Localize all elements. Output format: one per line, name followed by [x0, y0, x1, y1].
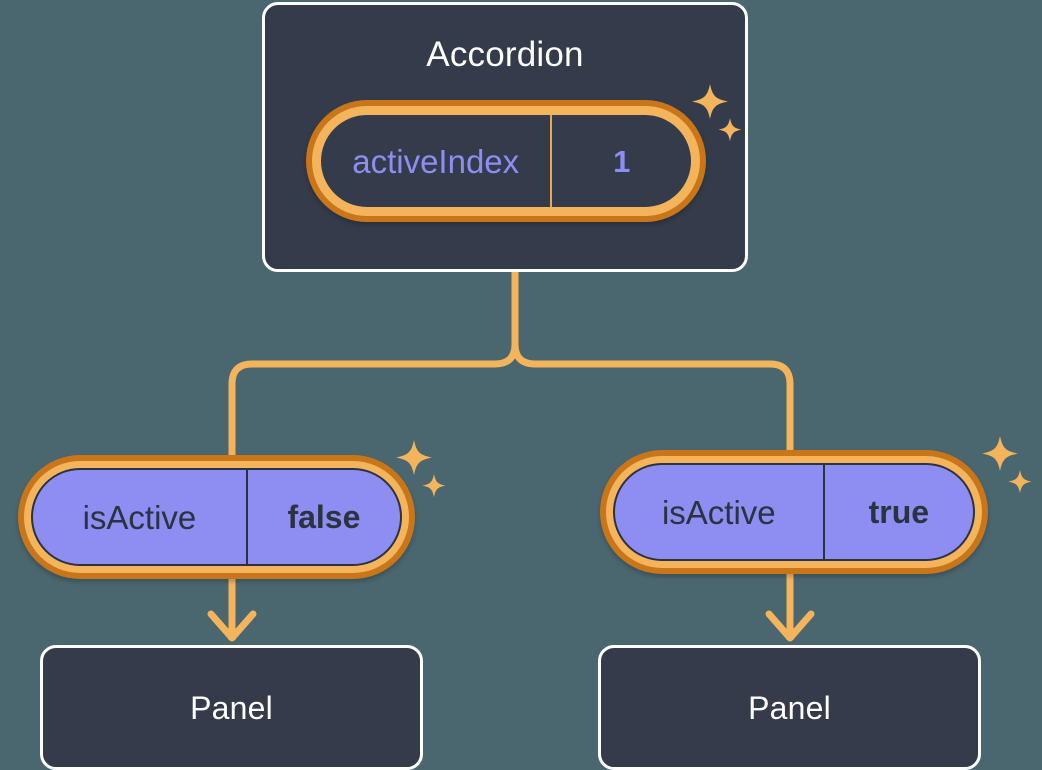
- state-value-label: false: [287, 499, 361, 535]
- sparkle-icon-right-leaf: [978, 436, 1038, 500]
- sparkle-icon-small: [422, 474, 446, 498]
- sparkle-icon: [396, 440, 432, 475]
- pill-body: isActive true: [613, 463, 975, 561]
- connector-root-to-branch-left: [228, 340, 519, 464]
- pill-ring: isActive true: [606, 456, 982, 568]
- connector-root-to-branches: [511, 268, 794, 459]
- component-title-panel-left: Panel: [190, 689, 273, 726]
- state-value-label: 1: [613, 143, 631, 179]
- state-key-label: activeIndex: [321, 115, 553, 207]
- component-title-accordion: Accordion: [426, 35, 584, 74]
- pill-body: isActive false: [31, 468, 402, 566]
- state-value-label: true: [868, 494, 930, 530]
- pill-ring: isActive false: [24, 461, 409, 573]
- state-key-label: isActive: [615, 465, 825, 559]
- arrow-head-right: [765, 610, 815, 642]
- sparkle-icon: [982, 436, 1018, 471]
- pill-body: activeIndex 1: [319, 113, 693, 209]
- state-pill-active-index[interactable]: activeIndex 1: [306, 100, 706, 222]
- arrow-head-left: [207, 610, 257, 642]
- component-card-panel-left[interactable]: Panel: [40, 645, 423, 770]
- pill-ring: activeIndex 1: [312, 106, 700, 216]
- component-card-panel-right[interactable]: Panel: [598, 645, 981, 770]
- state-pill-is-active-right[interactable]: isActive true: [600, 450, 988, 574]
- sparkle-icon-small: [1008, 470, 1032, 494]
- state-pill-is-active-left[interactable]: isActive false: [18, 455, 415, 579]
- state-key-label: isActive: [33, 470, 248, 564]
- component-title-panel-right: Panel: [748, 689, 831, 726]
